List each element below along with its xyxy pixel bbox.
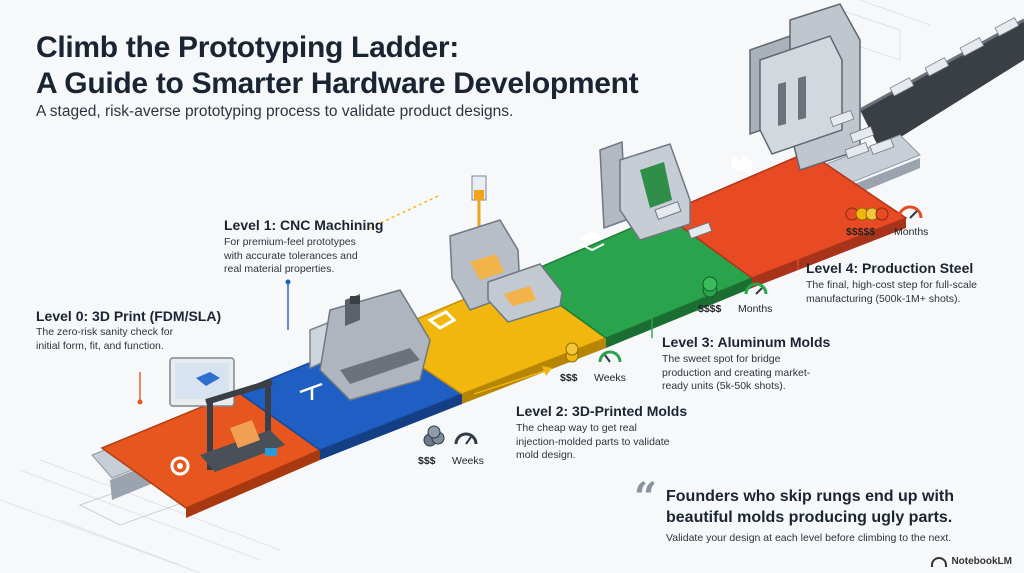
level-4-description: The final, high-cost step for full-scale… xyxy=(806,279,977,306)
brand-badge: NotebookLM xyxy=(931,556,1012,567)
level-0-title: Level 0: 3D Print (FDM/SLA) xyxy=(36,308,222,324)
conveyor-belt xyxy=(859,17,1024,150)
level-4-title: Level 4: Production Steel xyxy=(806,260,974,276)
coins-icon-level-3 xyxy=(565,342,579,363)
level-1-desc-line: For premium-feel prototypes xyxy=(224,236,356,248)
level-0-desc-line: initial form, fit, and function. xyxy=(36,339,164,352)
level-2-cost: $$$ xyxy=(418,455,436,467)
top-time: Months xyxy=(894,226,929,238)
page-subtitle: A staged, risk-averse prototyping proces… xyxy=(36,103,514,120)
level-1-title: Level 1: CNC Machining xyxy=(224,217,384,233)
mold-icon xyxy=(427,310,457,330)
level-2-desc-line: mold design. xyxy=(516,449,576,462)
cnc-machine-illustration xyxy=(309,289,431,401)
title-line-1: Climb the Prototyping Ladder: xyxy=(36,31,459,64)
level-3-desc-line: production and creating market- xyxy=(662,366,811,379)
page-title: Climb the Prototyping Ladder: A Guide to… xyxy=(36,30,639,102)
quote-text: Founders who skip rungs end up with beau… xyxy=(666,488,954,526)
level-3-cost: $$$ xyxy=(560,372,578,384)
leader-level-4 xyxy=(797,231,827,270)
aluminum-mold-illustration xyxy=(599,140,713,241)
quote-mark-icon: “ xyxy=(634,474,658,521)
level-3-time: Weeks xyxy=(594,372,626,384)
level-1-desc-line: with accurate tolerances and xyxy=(224,249,358,262)
level-2-desc-line: The cheap way to get real xyxy=(516,422,637,434)
title-line-2: A Guide to Smarter Hardware Development xyxy=(36,67,639,100)
gauge-icon-top xyxy=(897,205,923,219)
leader-top-dashed xyxy=(369,195,439,229)
top-cost: $$$$$ xyxy=(846,226,876,238)
layers-icon xyxy=(579,232,605,252)
level-3-desc-line: The sweet spot for bridge xyxy=(662,353,781,365)
level-2-desc-line: injection-molded parts to validate xyxy=(516,435,670,448)
rung-level-4 xyxy=(662,151,908,288)
level-4-cost: $$$$ xyxy=(698,303,722,315)
level-4-time: Months xyxy=(738,303,773,315)
notebooklm-logo-icon xyxy=(931,556,948,567)
gear-icon xyxy=(170,456,190,476)
gauge-icon xyxy=(454,432,478,445)
level-3-desc-line: ready units (5k-50k shots). xyxy=(662,380,786,393)
level-4-desc-line: The final, high-cost step for full-scale xyxy=(806,279,977,291)
gauge-icon-level-4 xyxy=(744,282,768,295)
leader-level-3 xyxy=(651,281,721,338)
level-3-description: The sweet spot for bridge production and… xyxy=(662,353,810,394)
leader-lines xyxy=(137,195,830,405)
level-2-title: Level 2: 3D-Printed Molds xyxy=(516,403,688,419)
level-2-time: Weeks xyxy=(452,455,484,467)
quote-subtext: Validate your design at each level befor… xyxy=(666,532,952,544)
level-0-desc-line: The zero-risk sanity check for xyxy=(36,326,174,338)
3d-printer-illustration xyxy=(169,357,285,472)
leader-level-2 xyxy=(473,369,549,395)
level-0-description: The zero-risk sanity check for initial f… xyxy=(36,326,173,353)
level-1-desc-line: real material properties. xyxy=(224,263,335,276)
level-1-description: For premium-feel prototypes with accurat… xyxy=(224,236,358,277)
level-2-description: The cheap way to get real injection-mold… xyxy=(516,422,670,463)
gauge-icon-level-3 xyxy=(598,350,622,363)
coins-icon-top xyxy=(845,207,889,221)
level-3-title: Level 3: Aluminum Molds xyxy=(662,334,831,350)
level-4-desc-line: manufacturing (500k-1M+ shots). xyxy=(806,292,961,305)
brand-name: NotebookLM xyxy=(951,556,1012,567)
cnc-tool-icon xyxy=(299,382,323,400)
steel-press-illustration xyxy=(749,3,895,171)
printed-mold-illustration xyxy=(449,175,563,323)
coins-icon-level-4 xyxy=(702,276,718,298)
factory-icon xyxy=(732,156,752,174)
coins-icon xyxy=(423,425,445,447)
